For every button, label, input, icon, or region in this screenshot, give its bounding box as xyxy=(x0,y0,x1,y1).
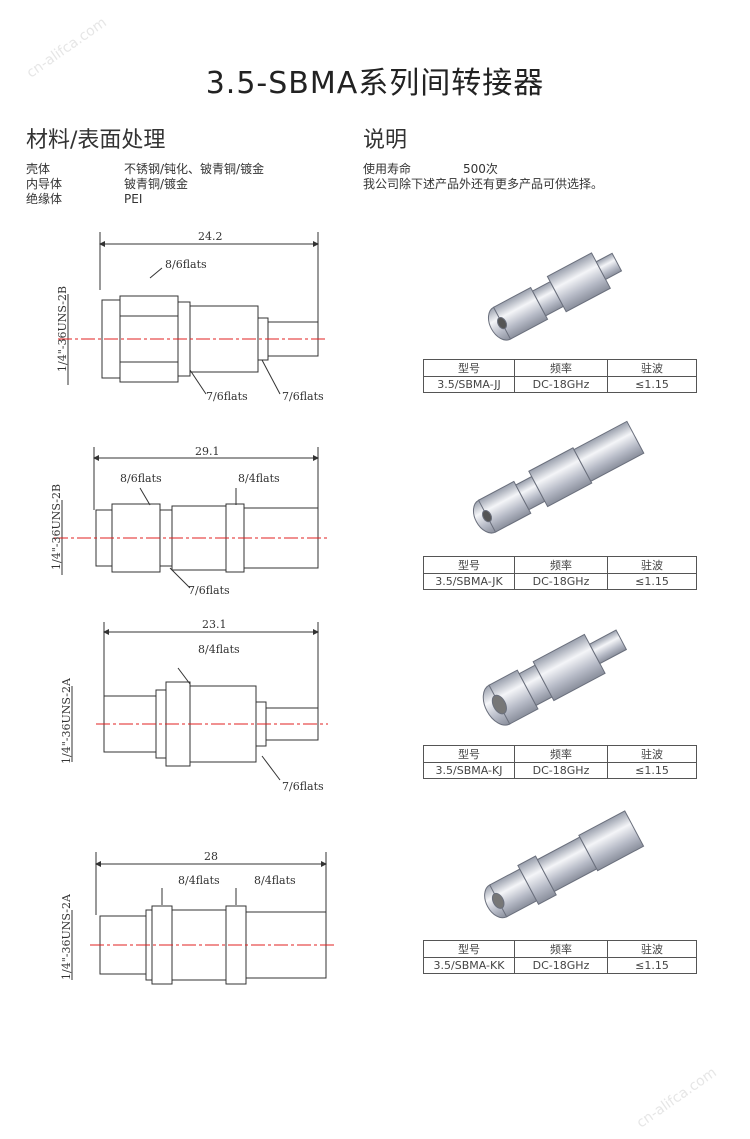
spec-table-kj: 型号 频率 驻波 3.5/SBMA-KJ DC-18GHz ≤1.15 xyxy=(423,745,697,779)
drawing-kj xyxy=(71,622,319,781)
description-heading: 说明 xyxy=(363,128,408,153)
header-model: 型号 xyxy=(423,556,515,574)
flats-label: 7/6flats xyxy=(282,390,324,403)
cell-vswr: ≤1.15 xyxy=(607,376,697,393)
material-finish: PEI xyxy=(124,192,143,206)
material-finish: 铍青铜/镀金 xyxy=(124,177,189,191)
header-vswr: 驻波 xyxy=(607,556,697,574)
drawing-jk xyxy=(61,447,319,589)
cell-vswr: ≤1.15 xyxy=(607,762,697,779)
thread-jj: 1/4"-36UNS-2B xyxy=(56,286,69,372)
material-row: 壳体 不锈钢/钝化、铍青铜/镀金 xyxy=(26,162,264,177)
thread-kj: 1/4"-36UNS-2A xyxy=(60,677,73,764)
drawing-jj xyxy=(67,232,319,395)
cell-model: 3.5/SBMA-JK xyxy=(423,573,515,590)
flats-label: 8/4flats xyxy=(254,874,296,887)
material-part: 内导体 xyxy=(26,177,63,191)
cell-frequency: DC-18GHz xyxy=(514,376,608,393)
life-label: 使用寿命 xyxy=(363,162,412,176)
description-block: 使用寿命 500次 我公司除下述产品外还有更多产品可供选择。 xyxy=(363,162,603,192)
header-frequency: 频率 xyxy=(514,745,608,763)
table-row: 3.5/SBMA-JK DC-18GHz ≤1.15 xyxy=(423,573,697,590)
header-frequency: 频率 xyxy=(514,556,608,574)
life-value: 500次 xyxy=(463,162,498,176)
cell-model: 3.5/SBMA-KK xyxy=(423,957,515,974)
header-model: 型号 xyxy=(423,745,515,763)
flats-label: 7/6flats xyxy=(188,584,230,597)
thread-jk: 1/4"-36UNS-2B xyxy=(50,484,63,570)
product-image-jj xyxy=(487,252,623,341)
spec-table-jk: 型号 频率 驻波 3.5/SBMA-JK DC-18GHz ≤1.15 xyxy=(423,556,697,590)
cell-model: 3.5/SBMA-JJ xyxy=(423,376,515,393)
table-header-row: 型号 频率 驻波 xyxy=(423,745,697,763)
page-title: 3.5-SBMA系列间转接器 xyxy=(205,66,545,101)
thread-kk: 1/4"-36UNS-2A xyxy=(60,893,73,980)
table-header-row: 型号 频率 驻波 xyxy=(423,556,697,574)
header-model: 型号 xyxy=(423,940,515,958)
cell-vswr: ≤1.15 xyxy=(607,573,697,590)
cell-frequency: DC-18GHz xyxy=(514,573,608,590)
cell-frequency: DC-18GHz xyxy=(514,957,608,974)
table-row: 3.5/SBMA-KJ DC-18GHz ≤1.15 xyxy=(423,762,697,779)
cell-frequency: DC-18GHz xyxy=(514,762,608,779)
product-image-kk xyxy=(484,810,645,919)
header-frequency: 频率 xyxy=(514,940,608,958)
flats-label: 8/4flats xyxy=(238,472,280,485)
table-row: 3.5/SBMA-JJ DC-18GHz ≤1.15 xyxy=(423,376,697,393)
cell-vswr: ≤1.15 xyxy=(607,957,697,974)
flats-label: 7/6flats xyxy=(206,390,248,403)
material-finish: 不锈钢/钝化、铍青铜/镀金 xyxy=(124,162,265,176)
length-jk: 29.1 xyxy=(195,445,220,458)
table-header-row: 型号 频率 驻波 xyxy=(423,940,697,958)
material-row: 绝缘体 PEI xyxy=(26,192,264,207)
cell-model: 3.5/SBMA-KJ xyxy=(423,762,515,779)
length-jj: 24.2 xyxy=(198,230,223,243)
flats-label: 8/6flats xyxy=(165,258,207,271)
length-kj: 23.1 xyxy=(202,618,227,631)
header-vswr: 驻波 xyxy=(607,745,697,763)
length-kk: 28 xyxy=(204,850,218,863)
table-row: 3.5/SBMA-KK DC-18GHz ≤1.15 xyxy=(423,957,697,974)
header-vswr: 驻波 xyxy=(607,940,697,958)
materials-list: 壳体 不锈钢/钝化、铍青铜/镀金 内导体 铍青铜/镀金 绝缘体 PEI xyxy=(26,162,264,207)
flats-label: 7/6flats xyxy=(282,780,324,793)
product-image-jk xyxy=(472,420,645,534)
flats-label: 8/4flats xyxy=(198,643,240,656)
description-note: 我公司除下述产品外还有更多产品可供选择。 xyxy=(363,177,604,191)
materials-heading: 材料/表面处理 xyxy=(26,128,166,153)
header-vswr: 驻波 xyxy=(607,359,697,377)
material-row: 内导体 铍青铜/镀金 xyxy=(26,177,264,192)
flats-label: 8/4flats xyxy=(178,874,220,887)
drawing-kk xyxy=(71,852,327,985)
spec-table-jj: 型号 频率 驻波 3.5/SBMA-JJ DC-18GHz ≤1.15 xyxy=(423,359,697,393)
header-frequency: 频率 xyxy=(514,359,608,377)
table-header-row: 型号 频率 驻波 xyxy=(423,359,697,377)
material-part: 壳体 xyxy=(26,162,51,176)
material-part: 绝缘体 xyxy=(26,192,63,206)
spec-table-kk: 型号 频率 驻波 3.5/SBMA-KK DC-18GHz ≤1.15 xyxy=(423,940,697,974)
product-image-kj xyxy=(482,629,628,726)
flats-label: 8/6flats xyxy=(120,472,162,485)
header-model: 型号 xyxy=(423,359,515,377)
